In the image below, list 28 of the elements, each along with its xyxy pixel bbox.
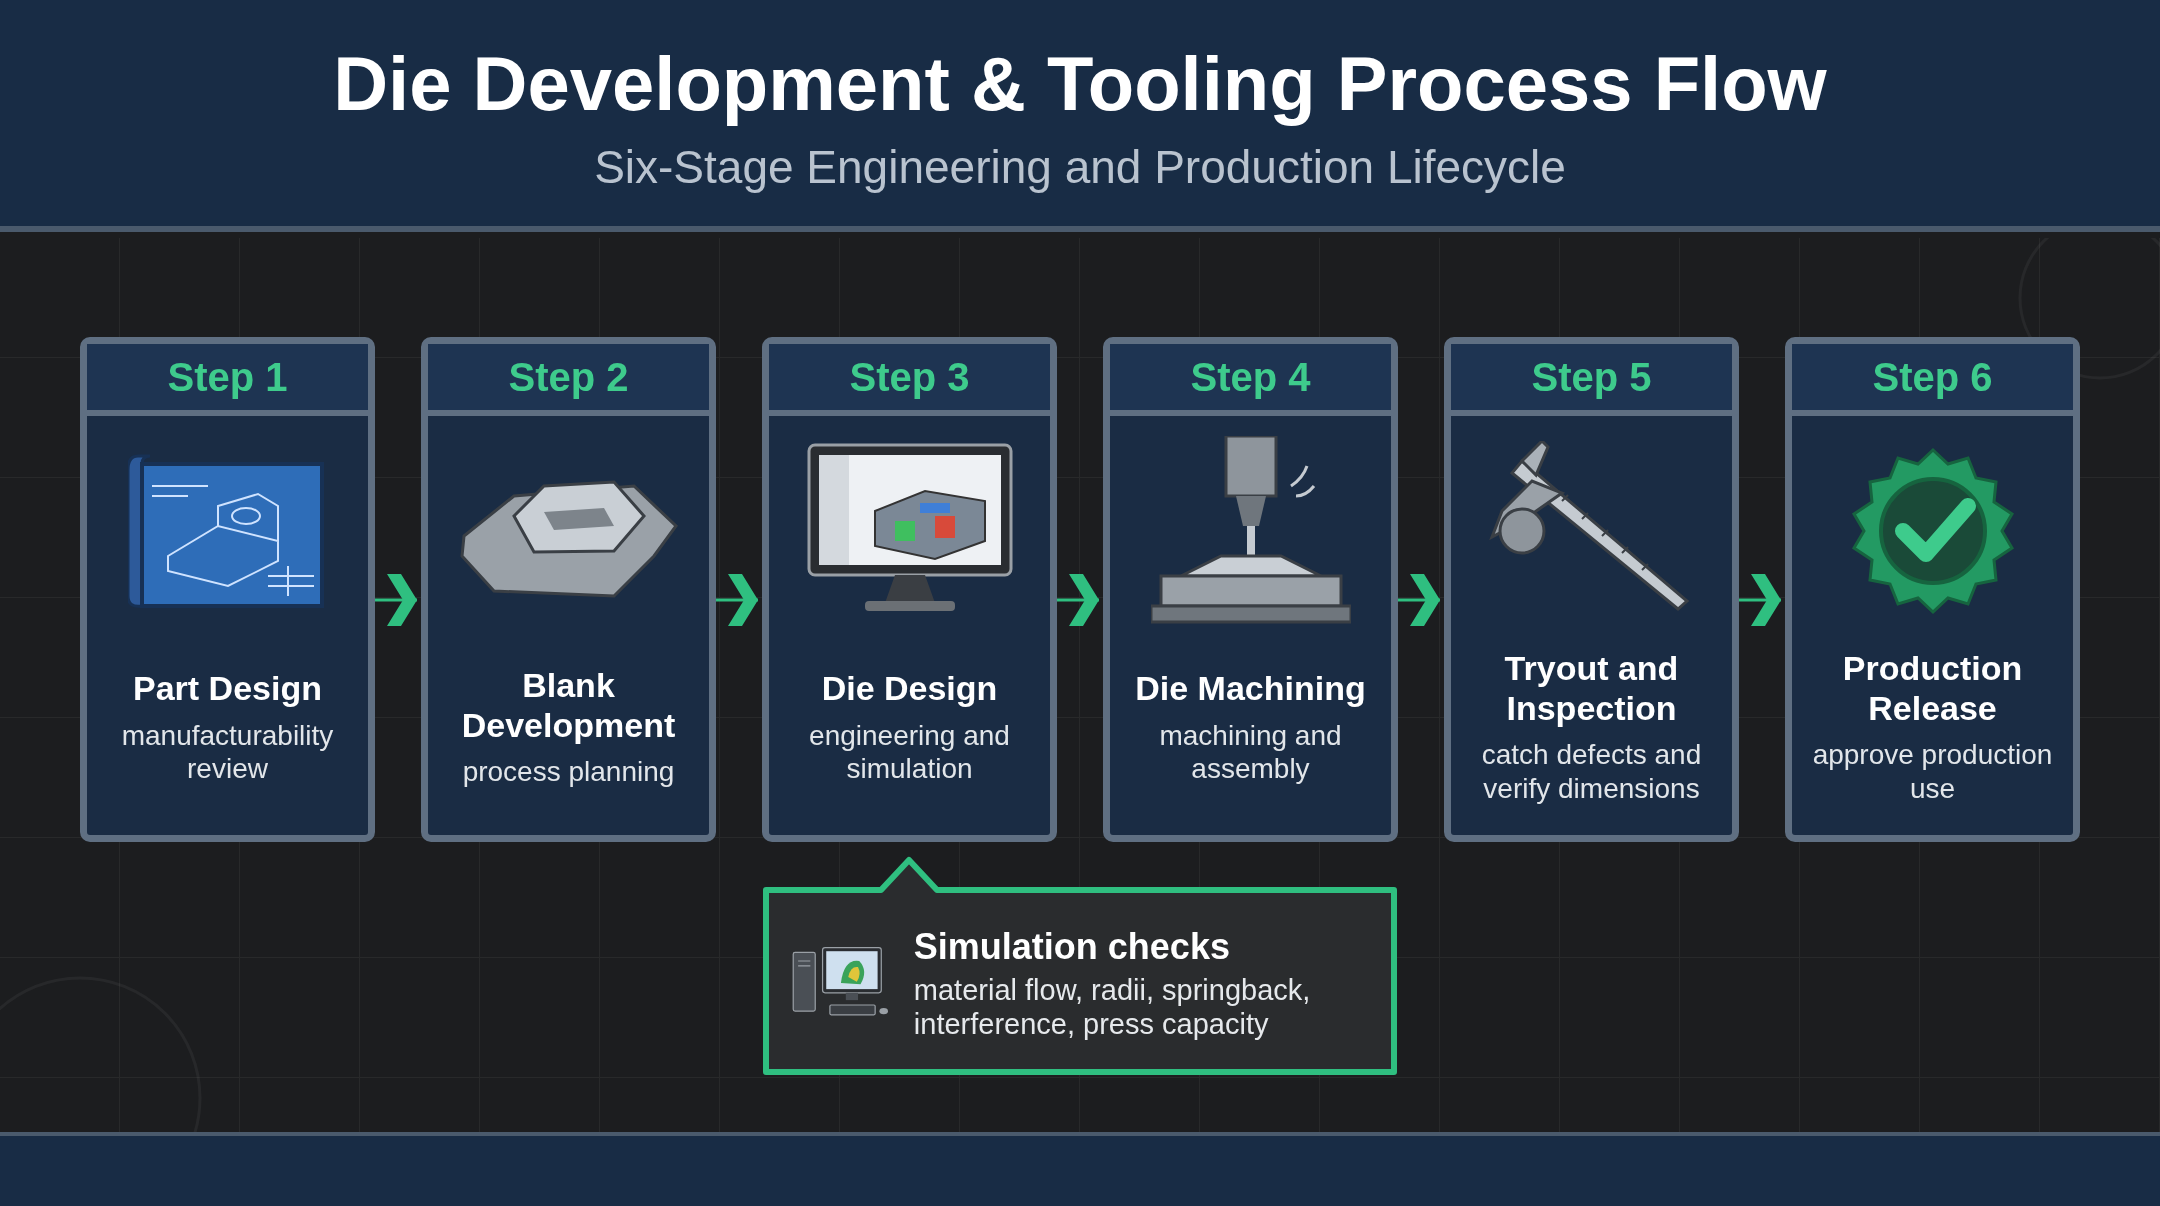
- step-label: Step 1: [167, 354, 288, 400]
- step-description: process planning: [462, 755, 675, 789]
- step-label: Step 5: [1531, 354, 1652, 400]
- step-card: [762, 337, 1057, 842]
- step-title: Part Design: [133, 669, 322, 709]
- step-description: manufacturability review: [120, 718, 335, 786]
- step-title: Blank Development: [460, 666, 677, 746]
- callout-description: material flow, radii, springback, interference, press capacity: [913, 973, 1312, 1042]
- step-description: catch defects and verify dimensions: [1480, 738, 1703, 806]
- step-description: approve production use: [1811, 738, 2054, 806]
- step-description: machining and assembly: [1158, 718, 1343, 786]
- subtitle: Six-Stage Engineering and Production Lifecycle: [594, 141, 1566, 193]
- step-card: [1444, 337, 1739, 842]
- step-description: engineering and simulation: [808, 718, 1011, 786]
- callout-title: Simulation checks: [913, 924, 1231, 968]
- step-card: [421, 337, 716, 842]
- step-card: [80, 337, 375, 842]
- step-title: Die Machining: [1135, 669, 1366, 709]
- step-label: Step 6: [1872, 354, 1993, 400]
- step-label: Step 3: [849, 354, 970, 400]
- step-label: Step 4: [1190, 354, 1311, 400]
- step-title: Die Design: [821, 669, 998, 709]
- title: Die Development & Tooling Process Flow: [333, 42, 1827, 126]
- step-title: Production Release: [1841, 649, 2024, 729]
- step-label: Step 2: [508, 354, 629, 400]
- step-title: Tryout and Inspection: [1503, 649, 1680, 729]
- step-card: [1785, 337, 2080, 842]
- step-card: [1103, 337, 1398, 842]
